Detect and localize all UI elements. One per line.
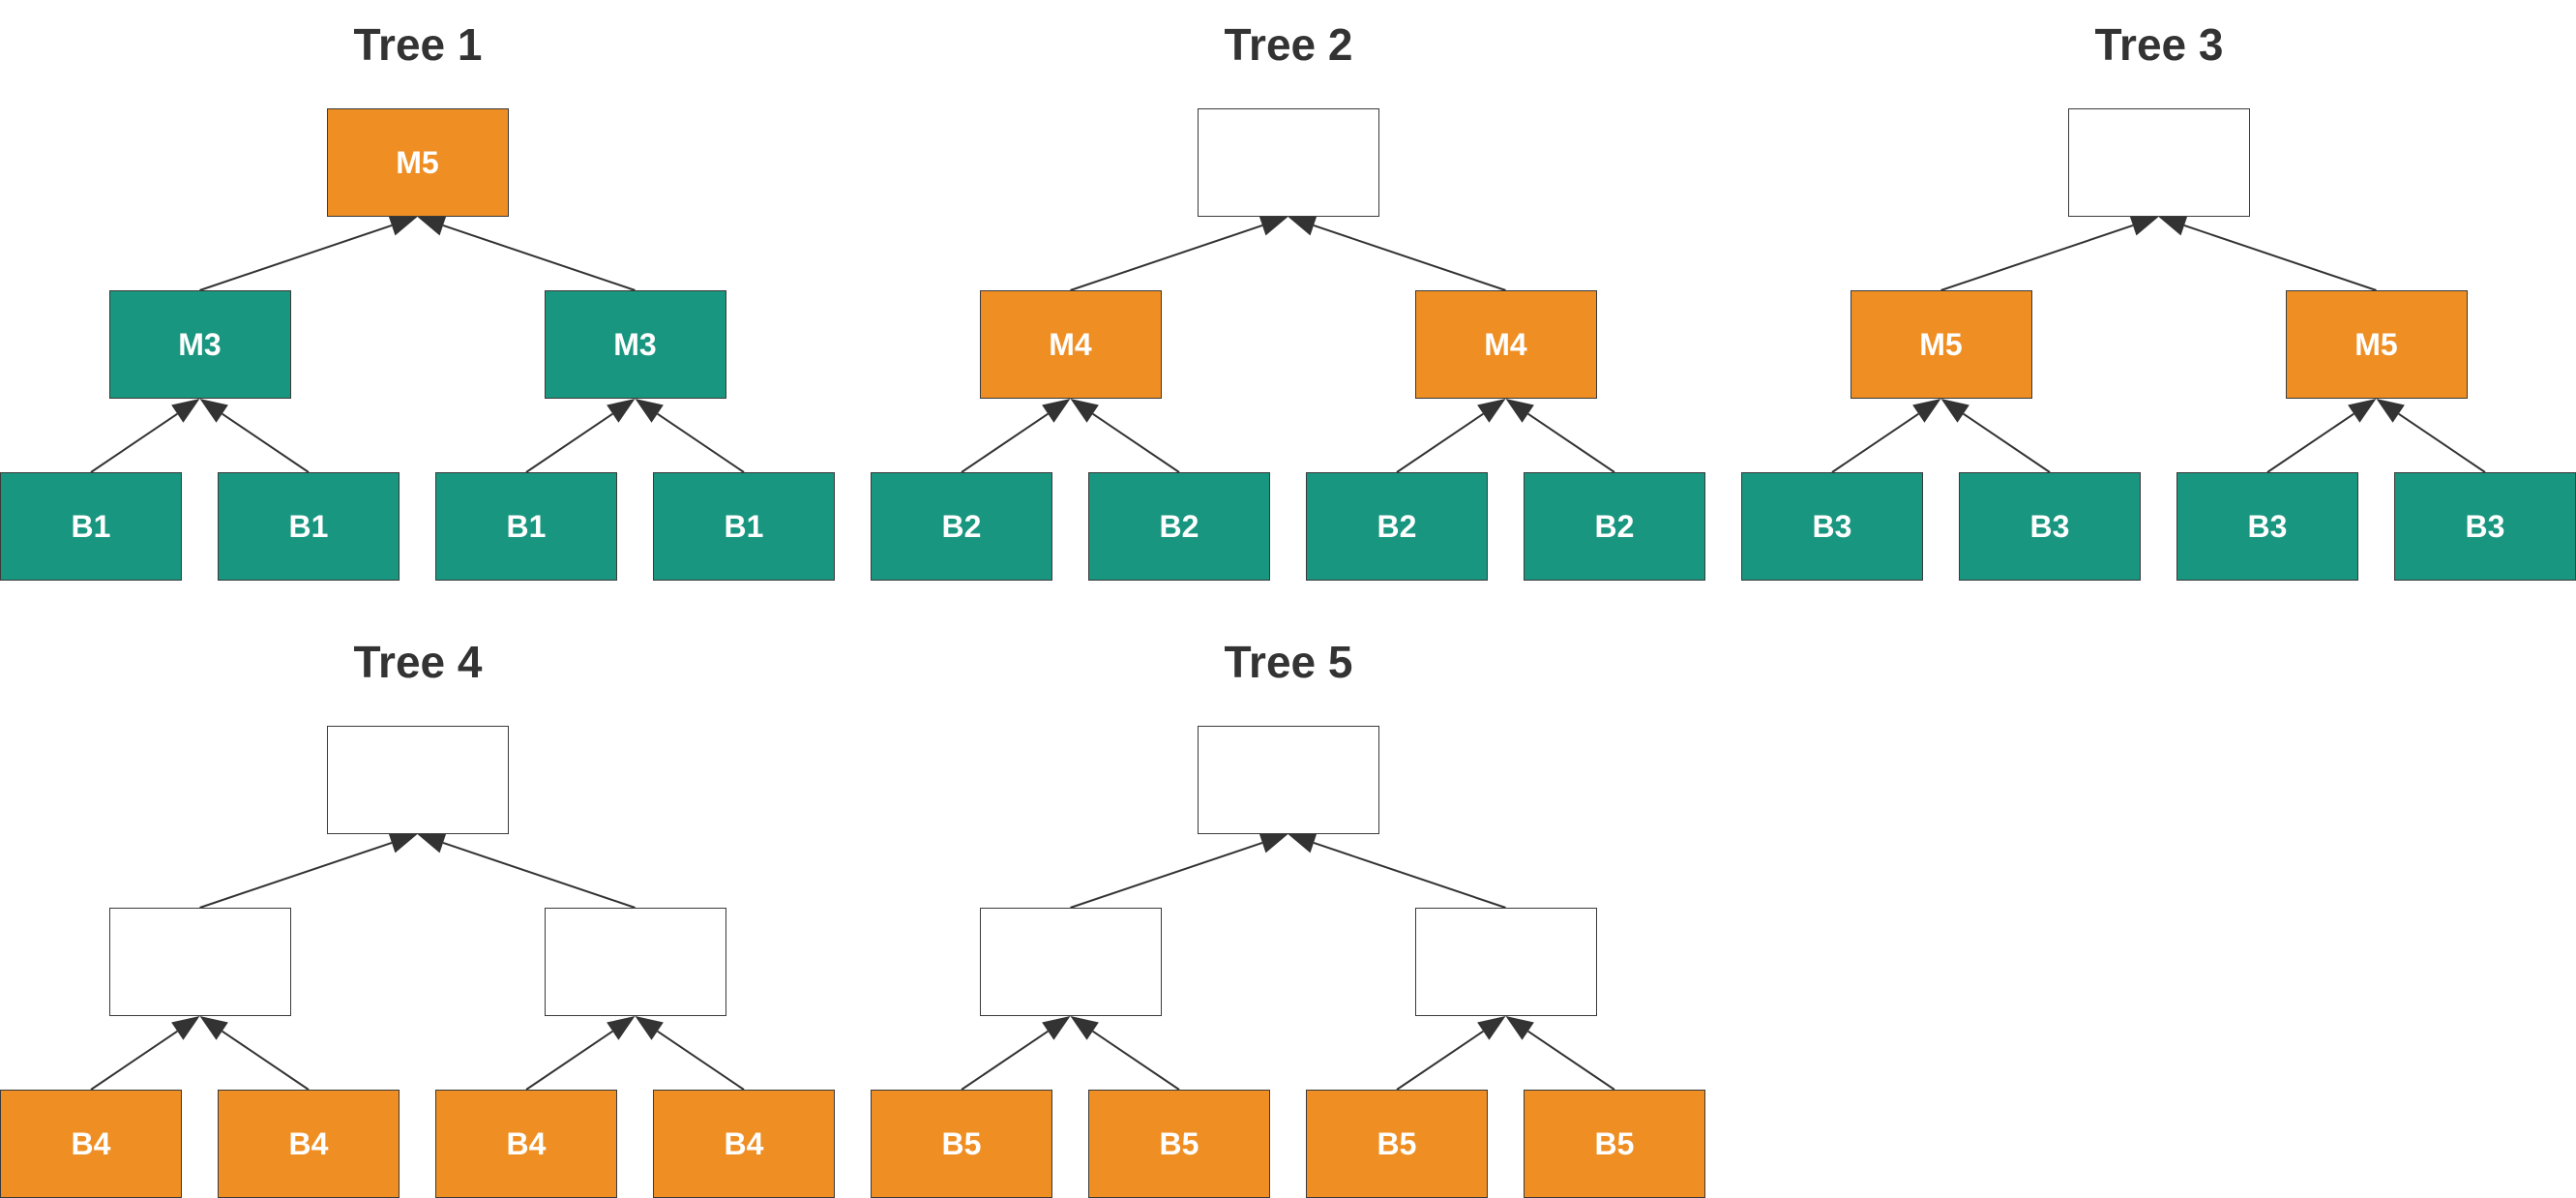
edge-leaf-to-middle (1070, 399, 1180, 473)
edge-middle-to-root (417, 832, 636, 909)
edge-leaf-to-middle (1396, 1016, 1506, 1091)
leaf-node: B5 (871, 1090, 1052, 1198)
root-node (1197, 108, 1379, 217)
edge-leaf-to-middle (1070, 1016, 1180, 1091)
edge-leaf-to-middle (525, 399, 636, 473)
tree-4: Tree 4 B4 B4 B4 B4 (0, 617, 837, 1198)
edge-leaf-to-middle (1831, 399, 1941, 473)
edge-middle-to-root (1940, 215, 2159, 291)
edge-leaf-to-middle (90, 399, 200, 473)
middle-node: M4 (1414, 290, 1597, 399)
edge-leaf-to-middle (199, 399, 310, 473)
leaf-node: B4 (653, 1090, 835, 1198)
tree-title: Tree 1 (353, 19, 483, 70)
middle-node: M3 (108, 290, 291, 399)
middle-node: M4 (979, 290, 1162, 399)
leaf-node: B1 (435, 472, 617, 581)
tree-5: Tree 5 B5 B5 B5 B5 (871, 617, 1707, 1198)
tree-edges (961, 215, 1615, 473)
tree-title: Tree 5 (1224, 637, 1353, 687)
edge-middle-to-root (199, 832, 418, 909)
edge-leaf-to-middle (1505, 399, 1615, 473)
middle-node: M3 (544, 290, 726, 399)
leaf-node: B2 (1524, 472, 1705, 581)
leaf-node: B4 (218, 1090, 400, 1198)
edge-leaf-to-middle (525, 1016, 636, 1091)
leaf-node: B1 (218, 472, 400, 581)
tree-edges (1831, 215, 2486, 473)
edge-leaf-to-middle (635, 399, 745, 473)
tree-edges (90, 832, 745, 1091)
middle-node: M5 (2285, 290, 2468, 399)
leaf-node: B3 (1959, 472, 2141, 581)
edge-leaf-to-middle (1396, 399, 1506, 473)
edge-leaf-to-middle (1940, 399, 2051, 473)
leaf-node: B4 (0, 1090, 182, 1198)
middle-node (979, 908, 1162, 1016)
edge-leaf-to-middle (2376, 399, 2486, 473)
edge-leaf-to-middle (1505, 1016, 1615, 1091)
tree-title: Tree 2 (1224, 19, 1353, 70)
edge-leaf-to-middle (961, 399, 1071, 473)
leaf-node: B1 (0, 472, 182, 581)
edge-middle-to-root (2158, 215, 2377, 291)
leaf-node: B4 (435, 1090, 617, 1198)
leaf-node: B2 (871, 472, 1052, 581)
edge-leaf-to-middle (2266, 399, 2377, 473)
edge-middle-to-root (1288, 832, 1506, 909)
middle-node (108, 908, 291, 1016)
edge-leaf-to-middle (961, 1016, 1071, 1091)
edge-middle-to-root (1070, 832, 1288, 909)
edge-middle-to-root (1288, 215, 1506, 291)
middle-node (544, 908, 726, 1016)
leaf-node: B3 (1741, 472, 1923, 581)
leaf-node: B5 (1306, 1090, 1488, 1198)
leaf-node: B3 (2176, 472, 2358, 581)
edge-middle-to-root (417, 215, 636, 291)
leaf-node: B2 (1306, 472, 1488, 581)
tree-edges (90, 215, 745, 473)
edge-middle-to-root (1070, 215, 1288, 291)
tree-edges (961, 832, 1615, 1091)
leaf-node: B1 (653, 472, 835, 581)
middle-node (1414, 908, 1597, 1016)
edge-leaf-to-middle (199, 1016, 310, 1091)
root-node (2067, 108, 2250, 217)
leaf-node: B5 (1524, 1090, 1705, 1198)
leaf-node: B3 (2394, 472, 2576, 581)
edge-leaf-to-middle (90, 1016, 200, 1091)
middle-node: M5 (1850, 290, 2032, 399)
edge-leaf-to-middle (635, 1016, 745, 1091)
edge-middle-to-root (199, 215, 418, 291)
tree-title: Tree 3 (2094, 19, 2224, 70)
leaf-node: B5 (1088, 1090, 1270, 1198)
leaf-node: B2 (1088, 472, 1270, 581)
tree-title: Tree 4 (353, 637, 483, 687)
root-node (326, 726, 509, 834)
root-node (1197, 726, 1379, 834)
root-node: M5 (326, 108, 509, 217)
